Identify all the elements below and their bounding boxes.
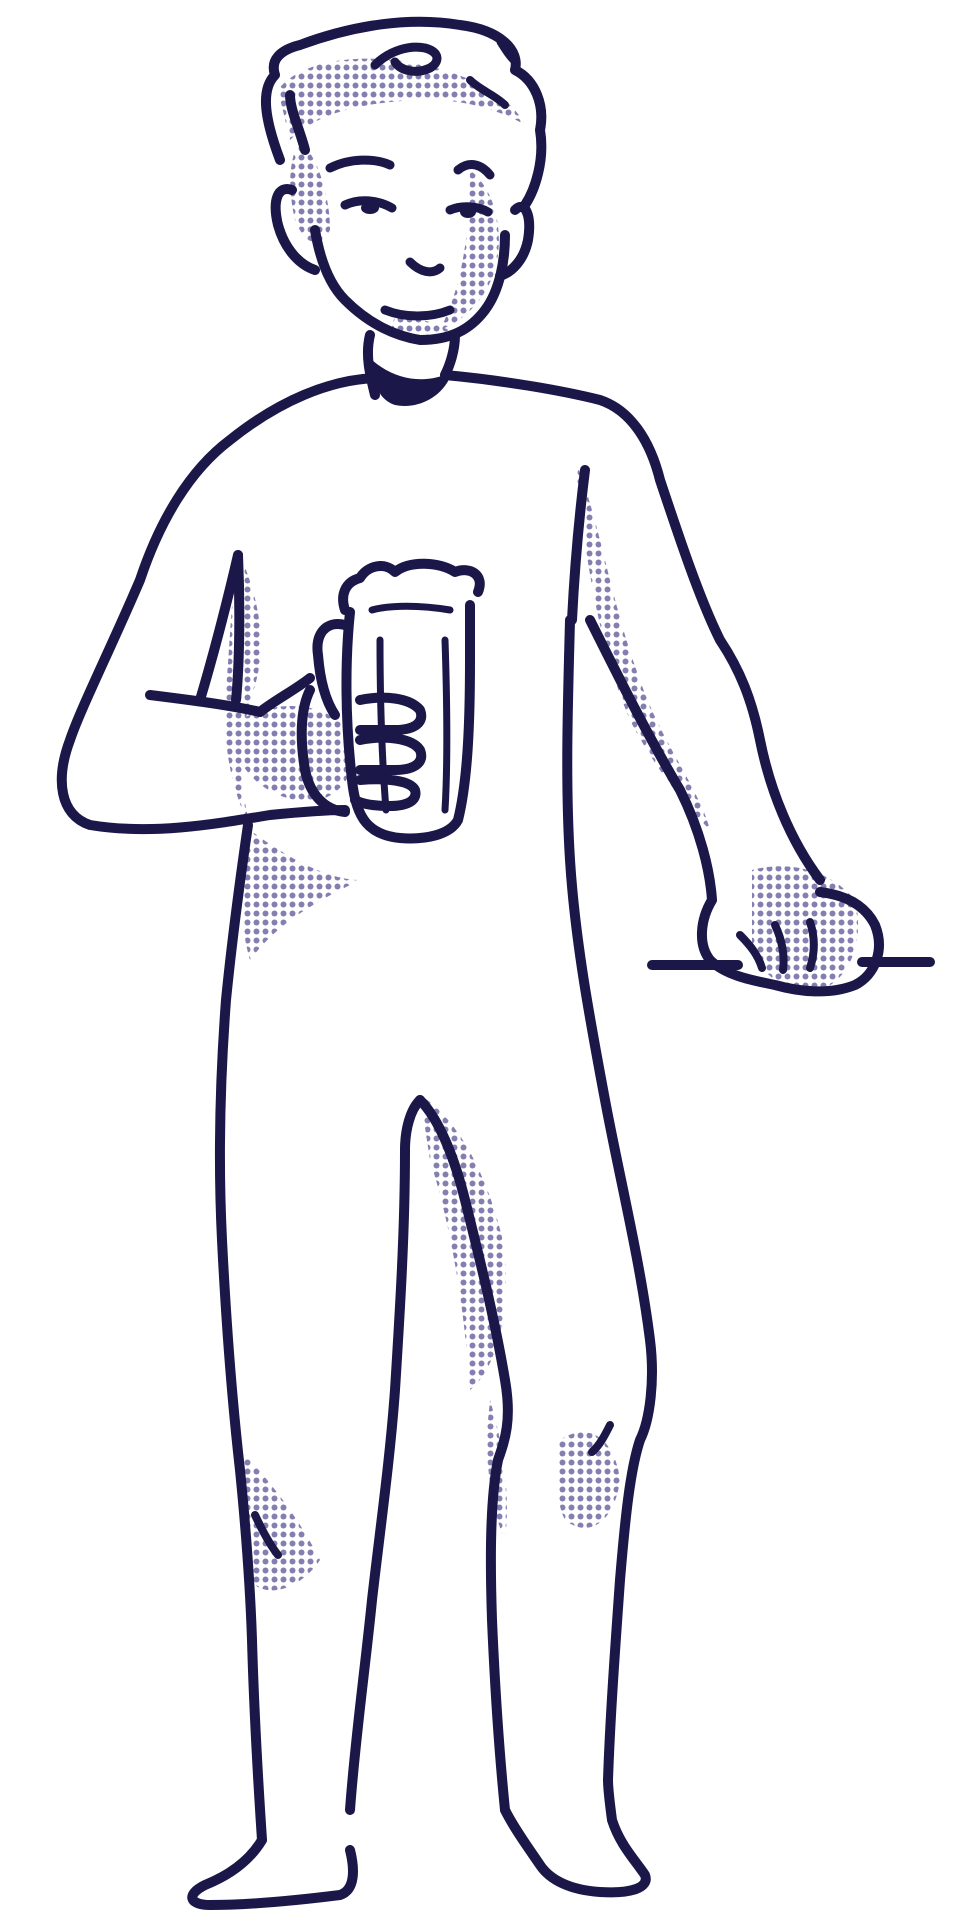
line-art: [56, 16, 935, 1910]
beer-mug-icon: [296, 558, 485, 844]
halftone-shading: [225, 58, 859, 1591]
